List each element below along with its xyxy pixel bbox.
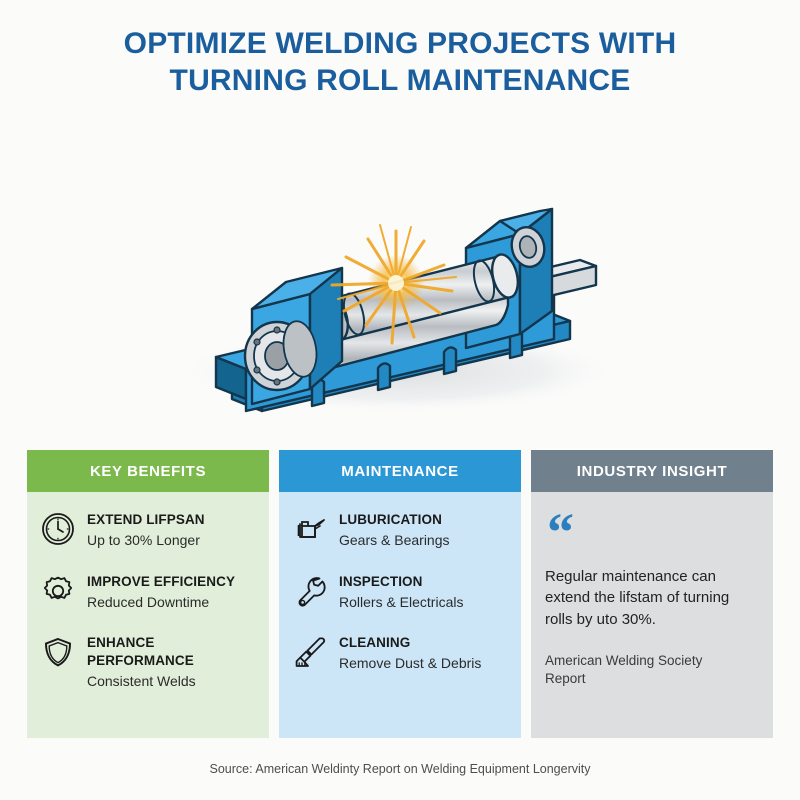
quote-text: Regular maintenance can extend the lifst…	[545, 568, 730, 628]
page-title-line-2: TURNING ROLL MAINTENANCE	[169, 63, 631, 97]
quote-mark-icon: “	[547, 502, 574, 562]
panel-header-industry-insight: INDUSTRY INSIGHT	[531, 450, 773, 492]
shield-icon	[41, 635, 75, 669]
brush-icon	[293, 635, 327, 669]
roller-collar-right	[472, 259, 496, 303]
feature-enhance-performance[interactable]: ENHANCE PERFORMANCE Consistent Welds	[41, 633, 255, 691]
feature-title: INSPECTION	[339, 573, 423, 589]
flange-bolt-1	[273, 326, 281, 334]
panel-header-key-benefits: KEY BENEFITS	[27, 450, 269, 492]
source-footer: Source: American Weldinty Report on Weld…	[209, 762, 591, 776]
feature-subtitle: Consistent Welds	[87, 673, 196, 689]
quote-attribution: American Welding Society Report	[545, 652, 703, 687]
feature-title: IMPROVE EFFICIENCY	[87, 573, 236, 589]
feature-lubrication[interactable]: LUBURICATION Gears & Bearings	[293, 510, 507, 550]
base-rib-3	[442, 346, 458, 376]
feature-title: LUBURICATION	[339, 512, 442, 527]
welding-spark	[330, 224, 457, 345]
oil-can-icon	[293, 512, 327, 546]
feature-cleaning[interactable]: CLEANING Remove Dust & Debris	[293, 633, 507, 673]
flange-bolt-4	[273, 378, 281, 386]
feature-subtitle: Remove Dust & Debris	[339, 655, 482, 671]
panel-key-benefits: KEY BENEFITS EXTEND LIFP	[27, 450, 269, 738]
gear-icon	[41, 574, 75, 608]
panel-body-key-benefits: EXTEND LIFPSAN Up to 30% Longer IMPROVE …	[27, 492, 269, 738]
panel-header-maintenance: MAINTENANCE	[279, 450, 521, 492]
feature-subtitle: Gears & Bearings	[339, 532, 450, 548]
turning-roll-machine-illustration	[0, 99, 800, 419]
feature-title: ENHANCE PERFORMANCE	[87, 635, 194, 668]
drive-shaft-collar	[282, 320, 318, 378]
page-title: OPTIMIZE WELDING PROJECTS WITH TURNING R…	[0, 0, 800, 99]
panel-body-industry-insight: “ Regular maintenance can extend the lif…	[531, 492, 773, 738]
panel-body-maintenance: LUBURICATION Gears & Bearings INSPECTION…	[279, 492, 521, 738]
right-bearing-cap-inner	[518, 235, 538, 259]
clock-icon	[41, 512, 75, 546]
right-pedestal-shoulder	[498, 207, 554, 236]
flange-bolt-5	[253, 366, 261, 374]
feature-improve-efficiency[interactable]: IMPROVE EFFICIENCY Reduced Downtime	[41, 572, 255, 612]
panel-industry-insight: INDUSTRY INSIGHT “ Regular maintenance c…	[531, 450, 773, 738]
info-panels: KEY BENEFITS EXTEND LIFP	[27, 450, 773, 738]
roller-collar-left	[342, 292, 366, 336]
feature-extend-lifespan[interactable]: EXTEND LIFPSAN Up to 30% Longer	[41, 510, 255, 550]
page-title-line-1: OPTIMIZE WELDING PROJECTS WITH	[123, 27, 677, 60]
flange-bolt-6	[253, 338, 261, 346]
wrench-icon	[293, 574, 327, 608]
feature-inspection[interactable]: INSPECTION Rollers & Electricals	[293, 572, 507, 612]
feature-subtitle: Up to 30% Longer	[87, 532, 200, 548]
feature-subtitle: Rollers & Electricals	[339, 593, 464, 610]
feature-title: CLEANING	[339, 635, 411, 650]
base-rib-2	[376, 362, 392, 392]
feature-subtitle: Reduced Downtime	[87, 593, 210, 610]
feature-title: EXTEND LIFPSAN	[87, 512, 205, 527]
panel-maintenance: MAINTENANCE LUBURICATION Gears & Bearing…	[279, 450, 521, 738]
